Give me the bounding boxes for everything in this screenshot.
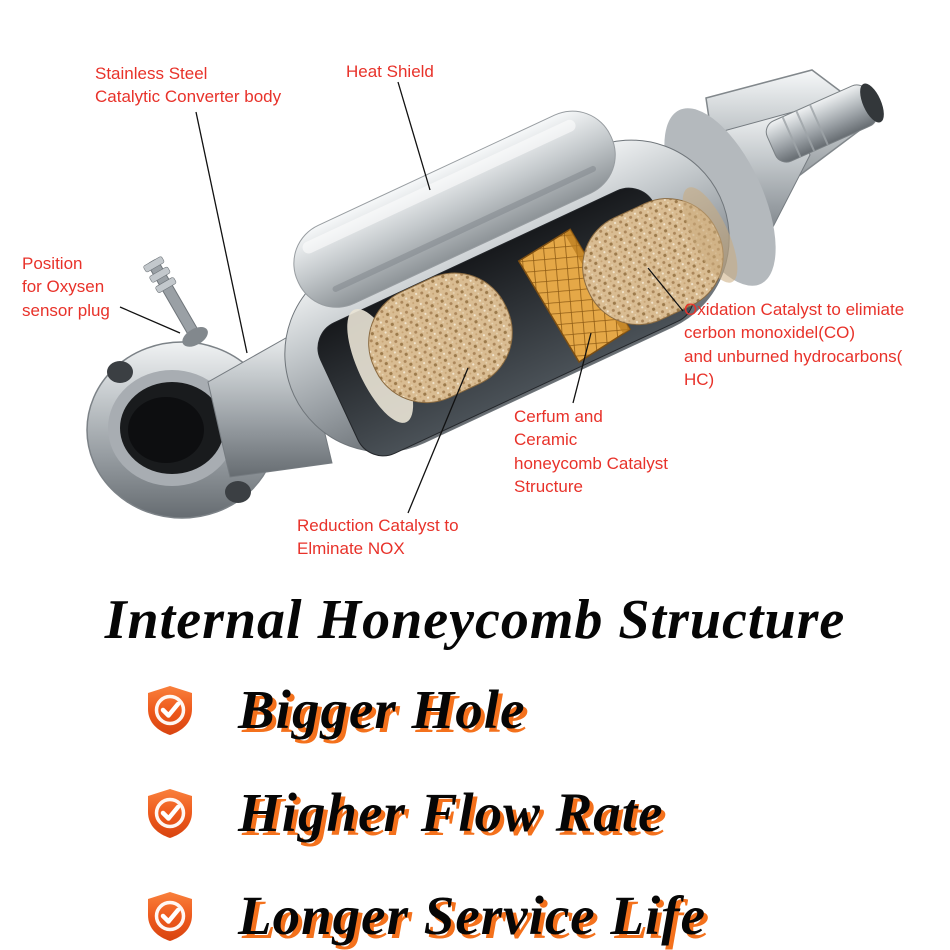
oxygen-sensor-plug (143, 256, 208, 347)
catalytic-converter-illustration (86, 69, 884, 519)
feature-item: Higher Flow Rate (142, 781, 950, 844)
feature-item: Bigger Hole (142, 678, 950, 741)
shield-check-icon (148, 788, 192, 838)
feature-list: Bigger Hole Higher Flow Rate Longer Serv… (142, 678, 950, 947)
reduction-catalyst-substrate (347, 272, 513, 423)
section-headline: Internal Honeycomb Structure (104, 589, 846, 651)
feature-label: Longer Service Life (238, 885, 707, 946)
feature-label: Bigger Hole (238, 679, 526, 740)
heat-shield-panel (293, 110, 616, 308)
callout-oxygen-sensor: Position for Oxysen sensor plug (22, 254, 110, 320)
oxidation-catalyst-substrate (582, 187, 738, 326)
leader-lines (119, 81, 684, 514)
feature-section: Internal Honeycomb Structure Bigger Hole… (0, 588, 950, 947)
shield-check-icon (148, 891, 192, 941)
callout-heat-shield: Heat Shield (346, 62, 434, 81)
feature-item: Longer Service Life (142, 884, 950, 947)
callout-stainless-body: Stainless Steel Catalytic Converter body (95, 64, 282, 107)
callout-ceramic-honeycomb: Cerfum and Ceramic honeycomb Catalyst St… (514, 407, 669, 497)
callout-reduction-catalyst: Reduction Catalyst to Elminate NOX (297, 516, 459, 559)
shield-check-icon (148, 685, 192, 735)
callout-oxidation-catalyst: Oxidation Catalyst to elimiate cerbon mo… (684, 300, 905, 390)
outlet-opening (860, 83, 884, 123)
feature-label: Higher Flow Rate (238, 782, 664, 843)
